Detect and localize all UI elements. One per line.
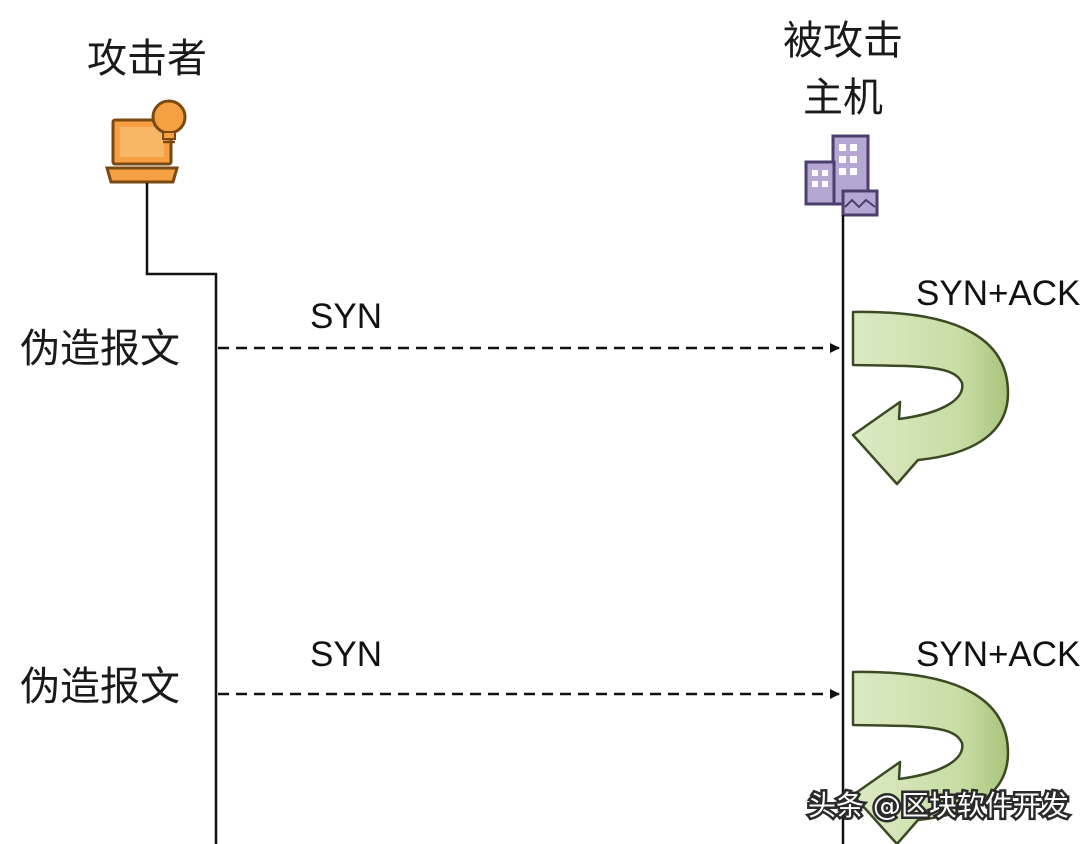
syn-label: SYN <box>310 297 382 336</box>
server-building-icon <box>804 134 879 217</box>
syn-ack-return-arrow <box>851 670 1010 844</box>
victim-label-line1: 被攻击 <box>783 18 903 64</box>
forged-packet-label: 伪造报文 <box>20 664 180 710</box>
syn-label: SYN <box>310 635 382 674</box>
watermark: 头条 @区块软件开发 <box>808 789 1069 822</box>
syn-ack-label: SYN+ACK <box>916 274 1080 313</box>
attacker-lifeline <box>145 183 218 844</box>
syn-ack-return-arrow <box>851 310 1010 486</box>
laptop-with-lightbulb-icon <box>105 99 187 184</box>
syn-ack-label: SYN+ACK <box>916 635 1080 674</box>
attacker-label: 攻击者 <box>87 36 207 82</box>
victim-label-line2: 主机 <box>803 75 883 121</box>
forged-packet-label: 伪造报文 <box>20 326 180 372</box>
